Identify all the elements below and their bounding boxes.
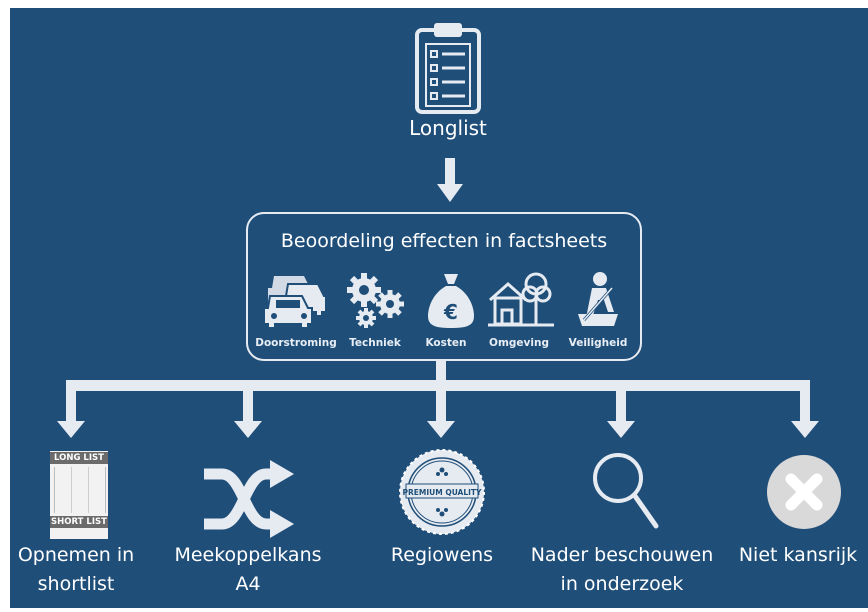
seatbelt-person-icon xyxy=(578,272,618,326)
criterion-label-kosten: Kosten xyxy=(425,337,467,349)
long-short-list-icon: LONG LIST SHORT LIST xyxy=(50,451,108,539)
evaluation-box xyxy=(246,212,642,361)
arrow-down-icon xyxy=(437,158,463,202)
criterion-label-omgeving: Omgeving xyxy=(489,337,549,349)
outcome-label-nader-line2: in onderzoek xyxy=(560,573,684,595)
branch-connector xyxy=(57,361,819,438)
premium-quality-text: PREMIUM QUALITY xyxy=(403,488,483,497)
money-bag-euro-icon: € xyxy=(428,274,474,328)
outcome-label-regiowens: Regiowens xyxy=(372,541,512,570)
premium-quality-seal-icon: PREMIUM QUALITY xyxy=(399,449,485,535)
gears-icon xyxy=(347,273,404,328)
criterion-label-doorstroming: Doorstroming xyxy=(255,337,337,349)
criterion-label-techniek: Techniek xyxy=(349,337,401,349)
x-circle-icon xyxy=(767,455,841,529)
outcome-label-opnemen: Opnemen in shortlist xyxy=(10,541,142,599)
outcome-label-opnemen-line2: shortlist xyxy=(37,573,115,595)
shuffle-arrows-icon xyxy=(204,460,294,538)
cars-traffic-icon xyxy=(263,276,327,329)
outcome-label-meekoppelkans: Meekoppelkans A4 xyxy=(162,541,334,599)
outcome-label-nader-line1: Nader beschouwen xyxy=(530,544,714,566)
magnifier-icon xyxy=(593,453,659,529)
svg-text:€: € xyxy=(443,300,458,324)
flow-diagram: Longlist Beoordeling effecten in factshe… xyxy=(10,8,868,608)
outcome-label-niet-kansrijk: Niet kansrijk xyxy=(728,541,868,570)
list-lines xyxy=(54,467,106,513)
criterion-label-veiligheid: Veiligheid xyxy=(568,337,628,349)
longlist-label: Longlist xyxy=(409,116,487,140)
outcome-label-nader: Nader beschouwen in onderzoek xyxy=(522,541,722,599)
outcome-label-opnemen-line1: Opnemen in xyxy=(17,544,135,566)
outcome-label-meekoppelkans-line2: A4 xyxy=(235,573,261,595)
outcome-label-niet-kansrijk-line1: Niet kansrijk xyxy=(738,544,858,566)
long-list-text: LONG LIST xyxy=(50,452,108,464)
outcome-label-regiowens-line1: Regiowens xyxy=(390,544,494,566)
outcome-label-meekoppelkans-line1: Meekoppelkans xyxy=(174,544,322,566)
house-tree-icon xyxy=(488,272,554,327)
short-list-text: SHORT LIST xyxy=(50,516,108,528)
clipboard-list-icon xyxy=(415,23,481,114)
evaluation-title: Beoordeling effecten in factsheets xyxy=(280,230,608,252)
